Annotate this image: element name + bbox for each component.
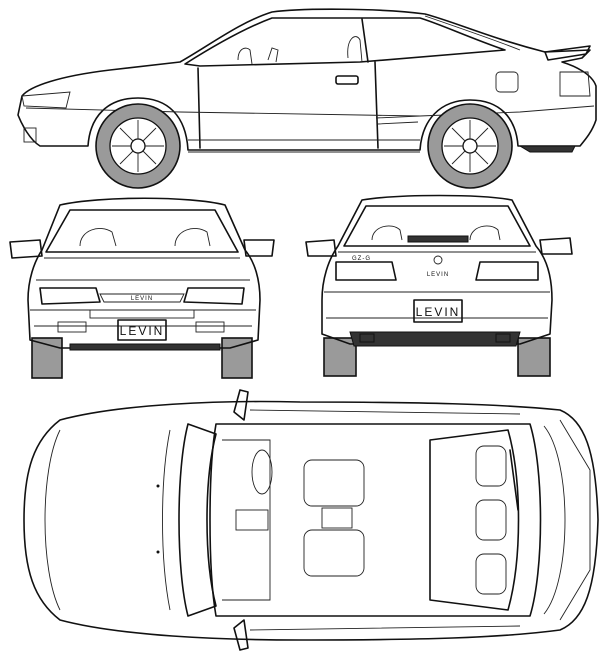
door-handle — [335, 75, 359, 85]
front-windshield — [45, 209, 239, 253]
rear-seat-left — [371, 225, 403, 241]
side-decal-lines — [375, 115, 421, 125]
rear-window — [343, 205, 531, 247]
top-rear-seat-1 — [475, 445, 507, 487]
front-fog-left — [57, 321, 87, 333]
front-mirror-left — [9, 239, 43, 259]
rear-tail-light-left — [335, 261, 397, 281]
side-seat-rear — [347, 36, 363, 63]
front-view: LEVIN LEVIN — [9, 197, 275, 379]
top-spoiler — [559, 419, 591, 621]
side-front-wheel — [95, 103, 181, 189]
front-right-tire — [221, 337, 253, 379]
front-grille — [99, 293, 185, 303]
side-skirt — [188, 139, 420, 153]
front-hood-lines — [36, 257, 250, 281]
front-mirror-right — [243, 239, 275, 257]
rear-mirror-left — [305, 239, 337, 257]
rear-badge: LEVIN — [427, 272, 449, 278]
center-console — [235, 509, 269, 531]
top-view — [23, 389, 599, 651]
rear-body-outline — [321, 194, 553, 345]
rear-brake-light — [407, 235, 469, 243]
rear-seat-right — [469, 225, 501, 241]
top-body-outline — [23, 400, 599, 641]
rear-mirror-right — [539, 237, 573, 255]
side-spoiler-line — [424, 15, 521, 51]
side-seat-front — [237, 47, 253, 65]
top-hood-dot-1 — [156, 484, 160, 488]
toyota-emblem-icon — [433, 255, 443, 265]
side-window-pillar — [361, 18, 369, 63]
rear-spoiler — [544, 45, 591, 61]
front-body-outline — [27, 197, 261, 349]
rear-exhaust-right — [495, 333, 511, 343]
top-handbrake-area — [321, 507, 353, 529]
rear-wiper — [509, 449, 519, 511]
rear-undercarriage — [349, 331, 521, 347]
top-rear-seat-2 — [475, 499, 507, 541]
side-rear-wheel — [427, 103, 513, 189]
top-roof-edges — [249, 409, 521, 631]
front-license-plate — [117, 319, 167, 341]
top-rear-window — [429, 429, 520, 611]
side-exhaust — [518, 145, 576, 153]
top-front-seat-left — [303, 459, 365, 507]
top-windshield — [178, 423, 217, 617]
side-tail-light — [559, 71, 591, 97]
rear-exhaust-left — [359, 333, 375, 343]
rear-bumper-lines — [324, 291, 550, 319]
rear-view: GZ-G LEVIN LEVIN — [305, 194, 573, 377]
top-mirror-right — [233, 619, 249, 651]
front-lower-grille — [89, 309, 195, 319]
rear-license-plate — [413, 299, 463, 323]
side-door-lines — [197, 61, 379, 149]
steering-wheel — [251, 449, 273, 495]
rear-tail-light-right — [475, 261, 539, 281]
rear-right-tire — [517, 337, 551, 377]
front-seat-left — [79, 228, 117, 247]
front-grille-badge: LEVIN — [131, 296, 153, 302]
rear-model-badge: GZ-G — [352, 256, 371, 262]
top-cowl-line — [162, 429, 171, 611]
top-hood-dot-2 — [156, 550, 160, 554]
top-hood-edge — [44, 429, 61, 611]
front-headlight-left — [39, 287, 101, 305]
top-mirror-left — [233, 389, 249, 421]
front-fog-right — [195, 321, 225, 333]
top-dashboard — [222, 439, 271, 601]
front-headlight-right — [183, 287, 245, 305]
front-seat-right — [174, 228, 211, 247]
side-body-outline — [17, 8, 597, 151]
side-fog-light — [23, 127, 37, 143]
top-cabin-outline — [209, 423, 542, 617]
front-undercarriage — [69, 343, 221, 351]
side-window-frame — [184, 17, 506, 67]
side-fuel-door — [495, 71, 519, 93]
side-headrest — [267, 47, 279, 63]
side-view — [17, 8, 597, 189]
top-front-seat-right — [303, 529, 365, 577]
rear-plate-text: LEVIN — [416, 305, 461, 319]
side-headlight — [21, 91, 71, 109]
front-plate-text: LEVIN — [120, 324, 165, 338]
top-rear-seat-3 — [475, 553, 507, 595]
top-rear-deck — [543, 425, 566, 615]
